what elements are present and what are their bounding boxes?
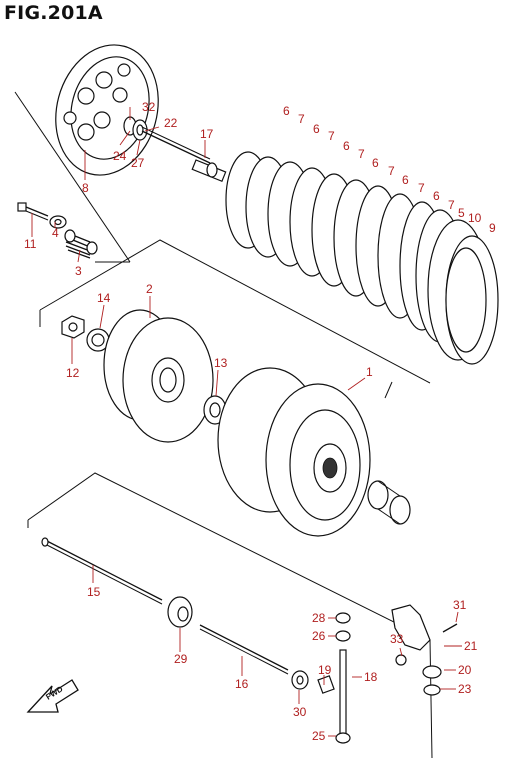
callout-30: 30 — [293, 705, 307, 719]
oil-seal — [291, 670, 309, 690]
callout-31: 31 — [453, 598, 467, 612]
callout-7c: 7 — [358, 147, 365, 161]
callout-3: 3 — [75, 264, 82, 278]
callout-14: 14 — [97, 291, 111, 305]
nut — [61, 315, 85, 339]
callout-6c: 6 — [343, 139, 350, 153]
callout-2: 2 — [146, 282, 153, 296]
callout-6e: 6 — [402, 173, 409, 187]
callout-9: 9 — [489, 221, 496, 235]
clutch-push-rod — [141, 126, 211, 164]
callout-6a: 6 — [283, 104, 290, 118]
callout-7e: 7 — [418, 181, 425, 195]
leader-lines — [31, 107, 462, 737]
callout-7d: 7 — [388, 164, 395, 178]
callout-7a: 7 — [298, 112, 305, 126]
release-arm — [391, 604, 458, 696]
callout-32: 32 — [142, 100, 156, 114]
bearing — [167, 596, 193, 628]
callout-24: 24 — [113, 149, 127, 163]
callout-6b: 6 — [313, 122, 320, 136]
clutch-housing — [217, 367, 371, 537]
callout-5: 5 — [458, 206, 465, 220]
clutch-spring — [64, 229, 98, 259]
clutch-plate-stack — [225, 151, 499, 365]
callout-13: 13 — [214, 356, 228, 370]
callout-21: 21 — [464, 639, 478, 653]
callout-16: 16 — [235, 677, 249, 691]
lock-washer — [86, 328, 110, 352]
callout-7f: 7 — [448, 198, 455, 212]
washer — [49, 215, 67, 229]
callout-25: 25 — [312, 729, 326, 743]
callout-7b: 7 — [328, 129, 335, 143]
figure-title: FIG.201A — [4, 2, 103, 24]
callout-17: 17 — [200, 127, 214, 141]
callout-22: 22 — [164, 116, 178, 130]
callout-1: 1 — [366, 365, 373, 379]
callout-10: 10 — [468, 211, 482, 225]
direction-arrow: FWD — [26, 679, 79, 713]
callout-labels: 1 2 3 4 5 6 6 6 6 6 6 7 7 7 7 7 7 8 9 10… — [24, 100, 496, 743]
bolt — [17, 202, 49, 221]
callout-8: 8 — [82, 181, 89, 195]
callout-6f: 6 — [433, 189, 440, 203]
callout-20: 20 — [458, 663, 472, 677]
callout-33: 33 — [390, 632, 404, 646]
release-pushrod — [191, 159, 227, 183]
callout-11: 11 — [24, 237, 37, 251]
spacer — [367, 480, 411, 525]
shaft-rod — [41, 537, 163, 605]
callout-4: 4 — [52, 226, 59, 240]
section-outlines — [14, 91, 433, 758]
callout-28: 28 — [312, 611, 326, 625]
release-shaft — [199, 624, 289, 675]
callout-29: 29 — [174, 652, 188, 666]
callout-18: 18 — [364, 670, 378, 684]
callout-26: 26 — [312, 629, 326, 643]
callout-15: 15 — [87, 585, 101, 599]
callout-19: 19 — [318, 663, 332, 677]
callout-6d: 6 — [372, 156, 379, 170]
callout-12: 12 — [66, 366, 80, 380]
callout-27: 27 — [131, 156, 145, 170]
clutch-sleeve-hub — [103, 309, 214, 443]
callout-23: 23 — [458, 682, 472, 696]
